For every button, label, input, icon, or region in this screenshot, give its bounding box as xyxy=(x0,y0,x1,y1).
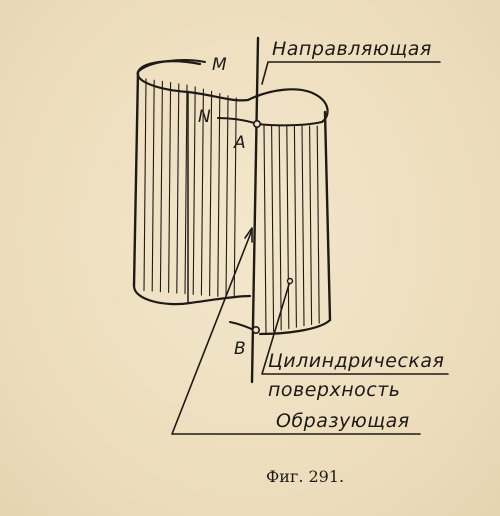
surface-leader xyxy=(261,280,449,375)
generator-line xyxy=(286,125,290,330)
generatrix-arrowhead xyxy=(244,227,253,243)
directrix-bottom-curve xyxy=(132,284,332,336)
generator-line xyxy=(159,80,163,293)
generator-line xyxy=(233,97,237,299)
segment-n-a xyxy=(217,117,323,127)
generator-line xyxy=(192,86,196,295)
generator-line xyxy=(301,125,305,327)
generatrix-line xyxy=(250,36,260,384)
generator-line xyxy=(278,125,282,331)
directrix-top-curve xyxy=(136,60,329,124)
point-a-marker xyxy=(253,120,262,129)
generator-line xyxy=(151,79,155,292)
generator-line xyxy=(184,84,188,295)
surface-label-line2: поверхность xyxy=(268,379,401,401)
surface-point-marker xyxy=(286,277,294,285)
point-n-label: N xyxy=(198,107,211,127)
generator-line xyxy=(263,125,267,334)
generator-line xyxy=(176,83,180,294)
directrix-top-back xyxy=(137,59,206,73)
directrix-label: Направляющая xyxy=(272,38,432,60)
generator-line xyxy=(217,92,221,297)
left-lobe-outer-edge xyxy=(132,70,140,288)
generator-line xyxy=(143,78,147,292)
generator-line xyxy=(225,95,229,298)
generator-line xyxy=(209,90,213,297)
generator-line xyxy=(316,125,320,324)
directrix-leader xyxy=(261,61,441,85)
point-b-label: B xyxy=(234,339,246,359)
generator-line xyxy=(200,88,204,296)
figure-caption: Фиг. 291. xyxy=(266,467,344,486)
point-m-label: M xyxy=(212,55,227,75)
generator-line xyxy=(293,125,297,328)
generator-line xyxy=(271,125,275,332)
generatrix-leader xyxy=(171,229,421,435)
generator-line xyxy=(309,125,313,325)
generator-hatching-right xyxy=(263,125,320,334)
right-lobe-outer-edge xyxy=(323,110,332,322)
point-b-marker xyxy=(252,325,261,334)
generatrix-label: Образующая xyxy=(276,410,410,432)
point-a-label: A xyxy=(233,133,246,153)
surface-label-line1: Цилиндрическая xyxy=(268,350,444,372)
generator-hatching-left xyxy=(143,78,237,299)
generator-line xyxy=(168,82,172,293)
